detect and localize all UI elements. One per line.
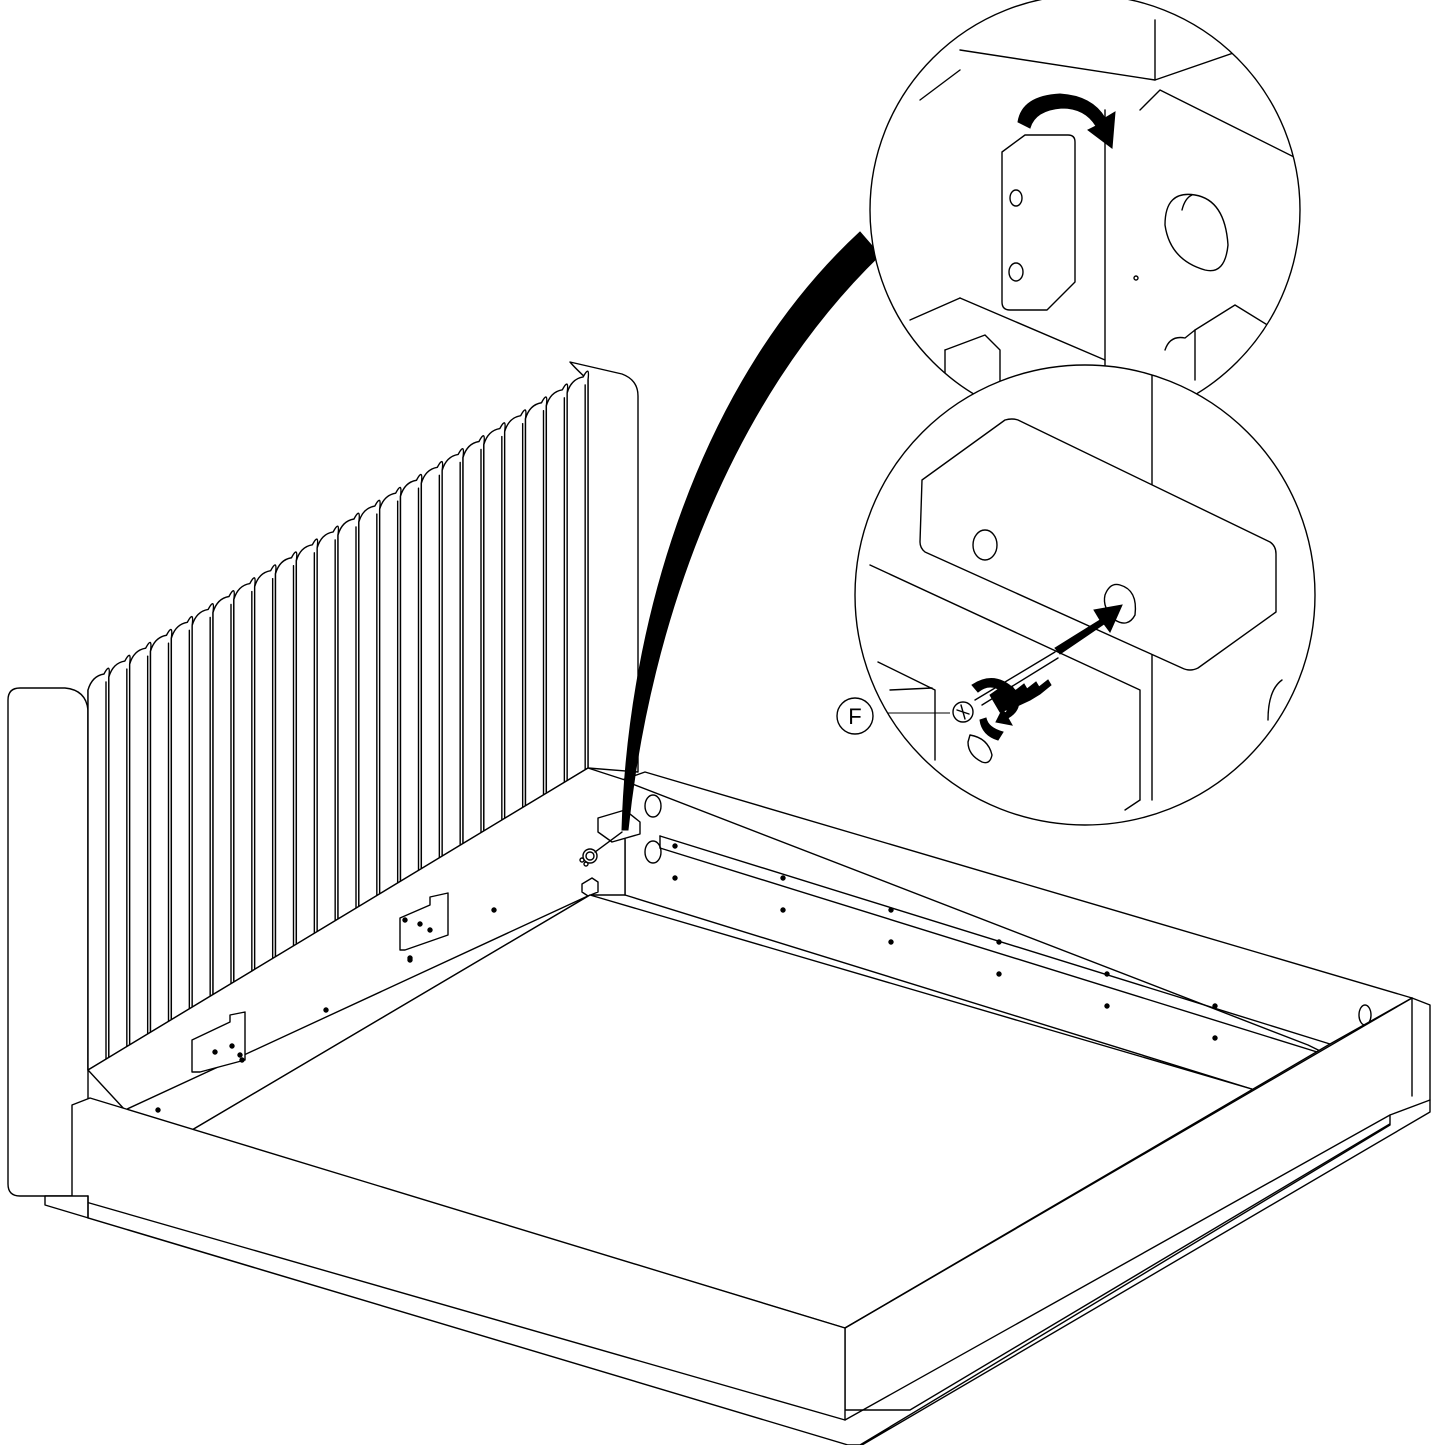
screw-hole xyxy=(996,971,1002,977)
keyhole-icon xyxy=(644,794,662,818)
corner-screw-icon xyxy=(579,831,623,867)
callout-label: F xyxy=(848,704,861,729)
bracket-left xyxy=(191,1011,246,1073)
screw-hole xyxy=(888,939,894,945)
push-arrow-icon xyxy=(1054,604,1123,655)
headboard-channels xyxy=(87,370,590,1071)
zoom-connector-arrow xyxy=(621,231,881,831)
screw-hole xyxy=(672,843,678,849)
screw-hole xyxy=(402,917,408,923)
callout-circle xyxy=(836,697,874,735)
screw-hole xyxy=(1212,1035,1218,1041)
screw-hole xyxy=(323,1007,329,1013)
screw-hole xyxy=(888,907,894,913)
right-side-rail xyxy=(844,997,1431,1411)
keyhole-icon xyxy=(644,840,662,864)
detail-circle-top xyxy=(869,0,1301,426)
bracket-center xyxy=(399,892,449,951)
bracket-plate xyxy=(1001,134,1076,311)
headboard-left-wing xyxy=(7,687,89,1197)
screw-hole xyxy=(1104,1003,1110,1009)
screw-hole xyxy=(155,1107,161,1113)
detail-circle-bottom xyxy=(854,364,1316,826)
part-callout: F xyxy=(836,697,874,735)
screw-hole xyxy=(996,939,1002,945)
screw-hole xyxy=(417,921,423,927)
bed-frame xyxy=(44,843,1431,1445)
screw-hole xyxy=(672,875,678,881)
screw-hole xyxy=(427,927,433,933)
screw-hole xyxy=(780,907,786,913)
screw-hole xyxy=(1104,971,1110,977)
head-rail xyxy=(87,767,641,1131)
screw-hole xyxy=(229,1043,235,1049)
screw-hole xyxy=(1212,1003,1218,1009)
screw-hole xyxy=(780,875,786,881)
screw-icon xyxy=(952,651,1059,741)
screw-hole xyxy=(212,1049,218,1055)
headboard-right-wing xyxy=(569,361,639,773)
screw-hole xyxy=(239,1057,245,1063)
screw-hole xyxy=(491,907,497,913)
screw-hole xyxy=(407,955,413,961)
detail-bracket-plate xyxy=(919,418,1277,671)
headboard xyxy=(7,361,639,1197)
foot-rail xyxy=(71,1097,846,1421)
rotate-arrow-icon xyxy=(1017,93,1116,149)
headboard-channel xyxy=(566,370,590,782)
rail-holes xyxy=(155,843,1218,1113)
screw-hole xyxy=(237,1052,243,1058)
